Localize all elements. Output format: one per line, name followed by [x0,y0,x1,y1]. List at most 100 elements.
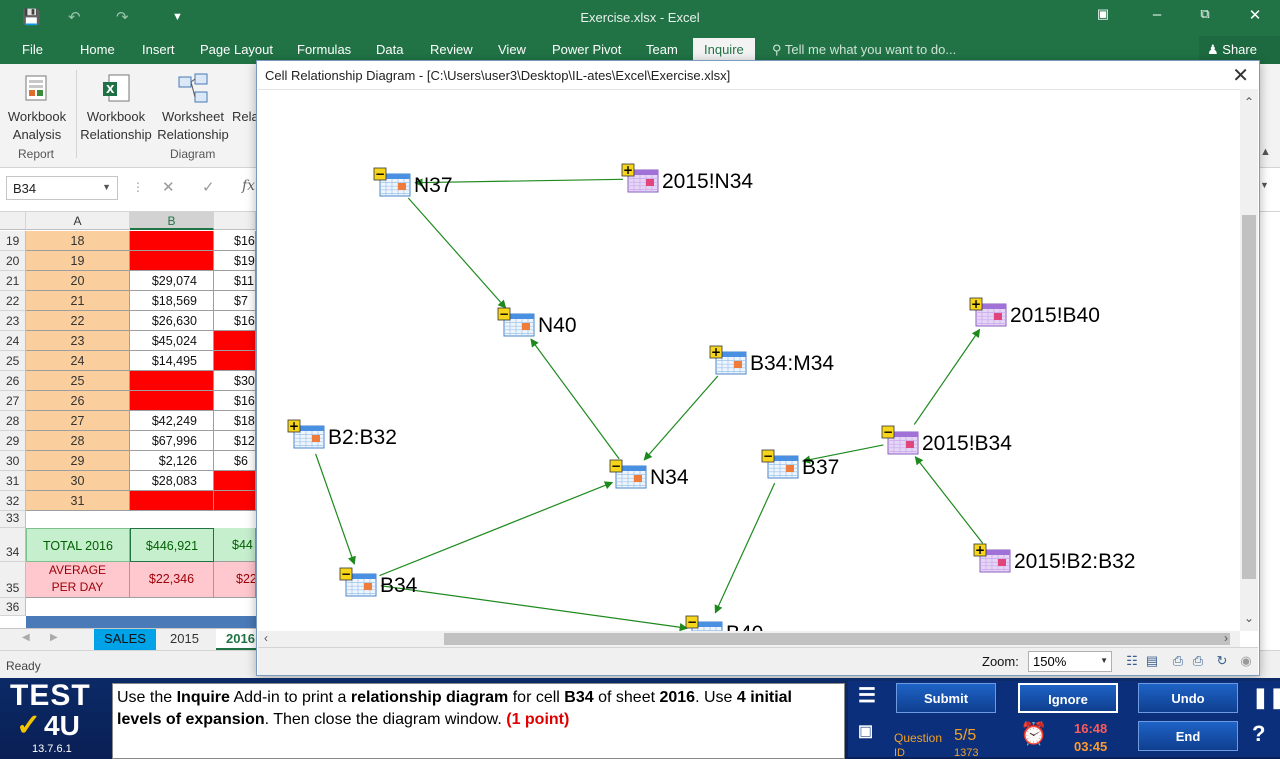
confirm-entry-icon[interactable]: ✓ [202,179,215,196]
tab-home[interactable]: Home [80,42,115,57]
row-header[interactable]: 29 [0,431,26,451]
tab-power-pivot[interactable]: Power Pivot [552,42,622,57]
save-icon[interactable]: 💾 [22,9,41,26]
vertical-scrollbar[interactable]: ⌃ ⌄ [1240,89,1258,631]
collapse-node-icon[interactable]: − [373,167,387,181]
row-header[interactable]: 28 [0,411,26,431]
options-icon[interactable]: ◉ [1240,653,1252,668]
tab-view[interactable]: View [498,42,526,57]
grid-cell-c[interactable]: $7 [214,291,256,311]
pause-icon[interactable]: ❚❚ [1252,687,1280,709]
expand-node-icon[interactable]: + [287,419,301,433]
workbook-analysis-button[interactable]: Workbook Analysis [2,68,72,144]
grid-cell-c[interactable]: $11 [214,271,256,291]
cell-relationship-button[interactable]: Rela [232,68,256,126]
grid-cell-b[interactable] [130,491,214,511]
redo-icon[interactable]: ↷ [116,9,129,26]
customize-qat-icon[interactable]: ▼ [172,11,183,23]
grid-cell-a[interactable]: 28 [26,431,130,451]
row-header[interactable]: 31 [0,471,26,491]
zoom-select[interactable]: 150% ▼ [1028,651,1112,672]
grid-cell-b[interactable]: $26,630 [130,311,214,331]
scroll-down-icon[interactable]: ⌄ [1244,611,1255,625]
sheet-tab-2015[interactable]: 2015 [170,631,199,646]
grid-cell-b[interactable] [130,391,214,411]
diagram-node-n37[interactable]: −N37 [373,167,453,197]
grid-cell-a[interactable]: 23 [26,331,130,351]
row-header[interactable]: 25 [0,351,26,371]
restore-icon[interactable]: ⧉ [1200,6,1210,21]
collapse-node-icon[interactable]: − [881,425,895,439]
close-window-icon[interactable]: ✕ [1248,7,1262,24]
column-header-c[interactable] [214,212,256,230]
vertical-scroll-thumb[interactable] [1242,215,1256,579]
tab-team[interactable]: Team [646,42,678,57]
video-icon[interactable]: ▣ [858,723,874,740]
expand-node-icon[interactable]: + [973,543,987,557]
scroll-left-icon[interactable]: ‹ [264,631,268,645]
grid-cell-b[interactable] [130,371,214,391]
sheet-tab-2016[interactable]: 2016 [216,629,265,650]
grid-cell-b[interactable]: $2,126 [130,451,214,471]
diagram-node-nb34m34[interactable]: +B34:M34 [709,345,834,375]
grid-cell-c[interactable]: $16 [214,391,256,411]
scroll-right-icon[interactable]: › [1224,631,1228,645]
help-icon[interactable]: ? [1252,721,1266,746]
grid-cell-c[interactable] [214,331,256,351]
diagram-node-n2015b40[interactable]: +2015!B40 [969,297,1100,327]
grid-cell-c[interactable]: $16 [214,311,256,331]
cancel-entry-icon[interactable]: ✕ [162,179,175,196]
diagram-node-n40[interactable]: −N40 [497,307,577,337]
tab-file[interactable]: File [22,42,43,57]
diagram-node-nb34[interactable]: −B34 [339,567,418,597]
grid-cell-a[interactable]: 21 [26,291,130,311]
grid-cell-c[interactable] [214,351,256,371]
grid-cell-b[interactable]: $29,074 [130,271,214,291]
undo-button[interactable]: Undo [1138,683,1238,713]
row-header[interactable]: 21 [0,271,26,291]
tab-insert[interactable]: Insert [142,42,175,57]
row-header[interactable]: 26 [0,371,26,391]
collapse-node-icon[interactable]: − [339,567,353,581]
scroll-up-icon[interactable]: ⌃ [1244,95,1255,109]
expand-node-icon[interactable]: + [969,297,983,311]
diagram-node-nb2b32[interactable]: +B2:B32 [287,419,397,449]
diagram-node-n2015n34[interactable]: +2015!N34 [621,163,753,193]
cell-b34-selected[interactable]: $446,921 [130,528,214,562]
sheet-tab-sales[interactable]: SALES [94,629,156,650]
column-header-a[interactable]: A [26,212,130,230]
cell-a35[interactable]: AVERAGE PER DAY [26,562,130,598]
worksheet-relationship-button[interactable]: Worksheet Relationship [154,68,232,144]
collapse-node-icon[interactable]: − [685,615,699,629]
grid-cell-c[interactable]: $19 [214,251,256,271]
grid-cell-c[interactable] [214,491,256,511]
end-button[interactable]: End [1138,721,1238,751]
row-header[interactable]: 32 [0,491,26,511]
grid-cell-b[interactable]: $18,569 [130,291,214,311]
row-header[interactable]: 34 [0,528,26,562]
ignore-button[interactable]: Ignore [1018,683,1118,713]
grid-cell-c[interactable]: $18 [214,411,256,431]
row-header[interactable]: 35 [0,562,26,598]
row-header[interactable]: 36 [0,598,26,616]
grid-cell-a[interactable]: 25 [26,371,130,391]
grid-cell-a[interactable]: 30 [26,471,130,491]
row-header[interactable]: 19 [0,231,26,251]
grid-cell-b[interactable]: $67,996 [130,431,214,451]
row-header[interactable]: 30 [0,451,26,471]
grid-cell-b[interactable]: $14,495 [130,351,214,371]
grid-cell-c[interactable]: $12 [214,431,256,451]
grid-cell-a[interactable]: 19 [26,251,130,271]
diagram-node-nn34[interactable]: −N34 [609,459,689,489]
grid-cell-c[interactable]: $16 [214,231,256,251]
tab-data[interactable]: Data [376,42,404,57]
cell-c35[interactable]: $22 [214,562,256,598]
horizontal-scroll-thumb[interactable] [444,633,1230,645]
grid-cell-a[interactable]: 26 [26,391,130,411]
cell-a34[interactable]: TOTAL 2016 [26,528,130,562]
diagram-node-nb40[interactable]: −B40 [685,615,763,645]
expand-node-icon[interactable]: + [709,345,723,359]
tab-inquire[interactable]: Inquire [693,38,755,63]
grid-cell-c[interactable] [214,471,256,491]
layout-tree-icon[interactable]: ☷ [1126,653,1138,668]
